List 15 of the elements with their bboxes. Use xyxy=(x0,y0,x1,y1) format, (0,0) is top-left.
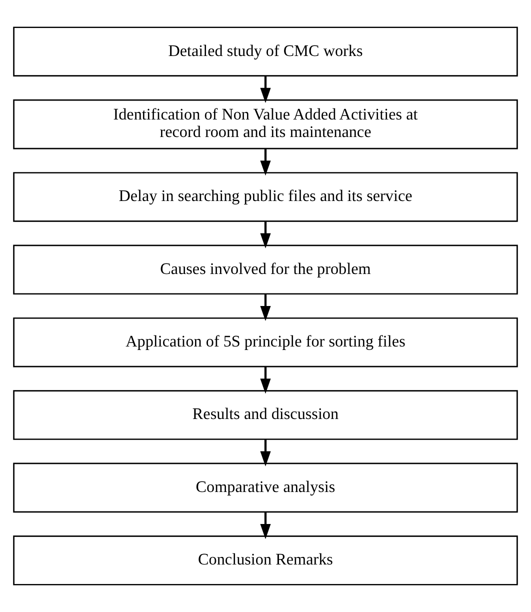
arrow xyxy=(260,439,271,466)
node-box: Comparative analysis xyxy=(13,462,518,513)
arrow xyxy=(260,148,271,176)
node-box: Results and discussion xyxy=(13,390,518,440)
node-box: Detailed study of CMC works xyxy=(13,26,518,77)
node-box: Causes involved for the problem xyxy=(13,244,518,295)
arrow xyxy=(260,366,271,394)
arrow xyxy=(260,294,271,322)
node-box: Application of 5S principle for sorting files xyxy=(13,317,518,368)
node-box: Conclusion Remarks xyxy=(13,535,518,586)
arrow xyxy=(260,221,271,248)
arrow xyxy=(260,512,271,540)
node-box: Delay in searching public files and its service xyxy=(13,172,518,222)
arrow xyxy=(260,76,271,103)
node-box: Identification of Non Value Added Activities at record room and its maintenance xyxy=(13,99,518,150)
